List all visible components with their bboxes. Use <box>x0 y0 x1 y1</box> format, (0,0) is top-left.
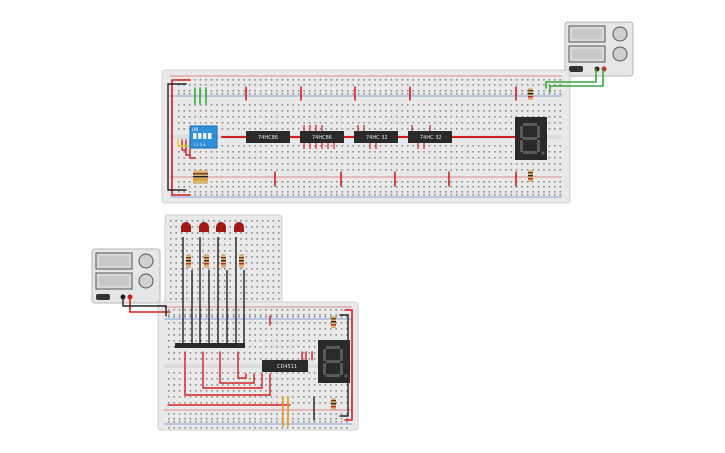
led-resistors[interactable] <box>186 254 244 268</box>
wire-red <box>185 139 191 156</box>
chip-cd4511[interactable]: CD4511 <box>262 360 308 372</box>
wire-red <box>219 351 255 384</box>
breadboard-bottom-holes <box>168 309 348 429</box>
chip-label: 74HC86 <box>258 135 278 141</box>
breadboard-leds-holes <box>170 220 280 300</box>
chip-pin-wires <box>303 125 431 149</box>
chip-label: 74HC86 <box>312 135 332 141</box>
wire-red <box>129 296 171 313</box>
chip-74hc32-2[interactable]: 74HC 32 <box>408 131 452 143</box>
dip-switch[interactable]: ON 1 2 3 4 <box>189 125 218 149</box>
power-supply-left[interactable] <box>91 248 161 304</box>
led-bus-strip <box>175 343 245 348</box>
resistor[interactable] <box>331 316 336 328</box>
wire-red <box>344 309 353 421</box>
resistor[interactable] <box>528 170 533 182</box>
seven-segment-display-top[interactable] <box>515 117 547 160</box>
chip-74hc86-2[interactable]: 74HC86 <box>300 131 344 143</box>
wire-black <box>167 83 187 191</box>
wire-black <box>122 296 167 317</box>
wires-bottom <box>122 296 353 427</box>
resistor[interactable] <box>528 88 533 100</box>
led-4 <box>234 222 244 232</box>
wire-red <box>181 139 187 151</box>
chip-label: CD4511 <box>277 364 297 370</box>
wire-red <box>177 139 195 147</box>
dip-switch-pin-numbers: 1 2 3 4 <box>193 143 206 147</box>
led-3 <box>216 222 226 232</box>
wire-red <box>237 351 247 379</box>
wire-green <box>549 68 604 93</box>
resistor-bank[interactable] <box>193 170 208 184</box>
chip-label: 74HC 32 <box>420 135 442 141</box>
wire-red <box>171 79 191 196</box>
chip-label: 74HC 32 <box>366 135 388 141</box>
wires-led-bridge <box>182 237 245 345</box>
wire-green <box>545 68 597 89</box>
chip-74hc86-1[interactable]: 74HC86 <box>246 131 290 143</box>
breadboard-bottom[interactable] <box>157 301 359 431</box>
wire-red <box>202 351 263 389</box>
led-array[interactable] <box>181 222 244 232</box>
seven-segment-display-bottom[interactable] <box>318 340 350 383</box>
dip-switch-on-label: ON <box>192 127 198 132</box>
chip-74hc32-1[interactable]: 74HC 32 <box>354 131 398 143</box>
led-2 <box>199 222 209 232</box>
wire-red <box>184 351 271 396</box>
resistor[interactable] <box>331 398 336 410</box>
led-1 <box>181 222 191 232</box>
power-supply-top-right[interactable] <box>564 21 634 77</box>
